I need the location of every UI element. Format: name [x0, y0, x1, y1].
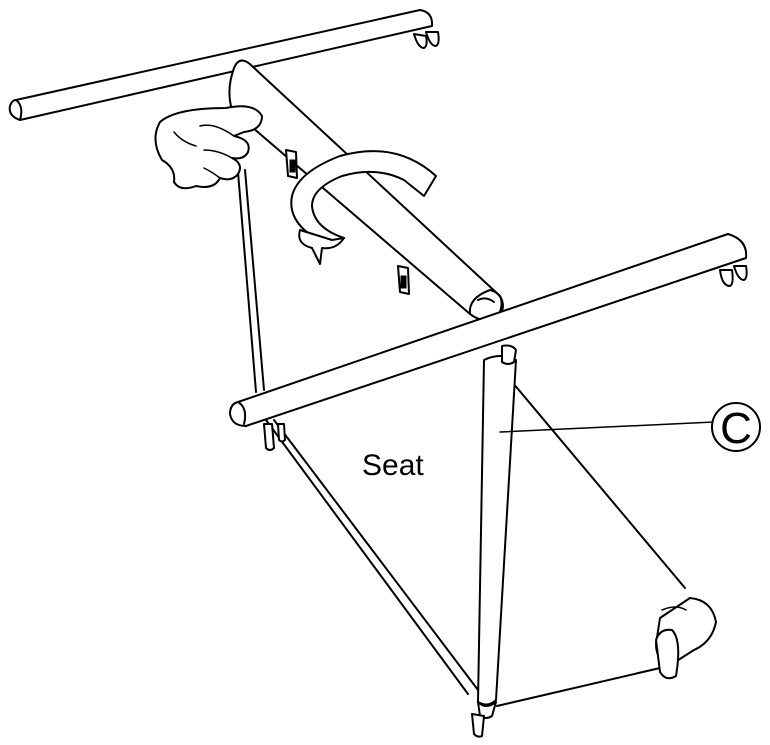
left-side-rail	[237, 169, 265, 393]
right-foot-tube	[655, 597, 717, 680]
hand-icon	[154, 105, 263, 190]
seat-label: Seat	[362, 449, 424, 482]
left-feet	[263, 423, 286, 451]
front-top-rail	[229, 233, 748, 427]
back-top-rail	[8, 9, 440, 121]
seat-fabric	[265, 363, 686, 707]
rotate-arrow-icon	[290, 150, 437, 265]
part-c-callout: C	[499, 402, 761, 453]
center-tube	[228, 59, 504, 322]
part-c-letter: C	[720, 404, 752, 453]
front-leg	[471, 344, 517, 738]
